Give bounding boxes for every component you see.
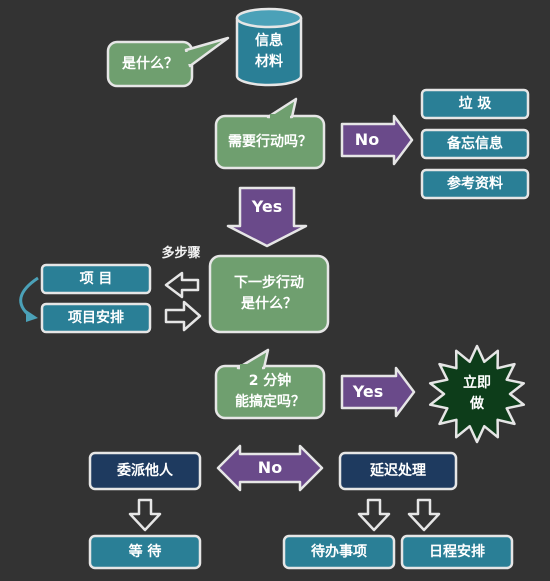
wait-arrow-down: [128, 498, 162, 532]
project-arrow-left: [164, 271, 200, 299]
reference-box: [420, 168, 530, 200]
defer-box: [338, 451, 458, 491]
project-box: [40, 263, 152, 295]
no-arrow-right: [340, 114, 414, 166]
wait-box: [88, 534, 202, 570]
trash-box: [420, 88, 530, 120]
yes-arrow-down: [226, 186, 308, 248]
do-now-starburst: [428, 344, 526, 444]
info-material-cylinder: [235, 7, 303, 87]
yes-arrow-right: [340, 366, 416, 418]
next-action-box: [208, 254, 330, 334]
schedule-arrow-right: [164, 300, 202, 332]
what-is-it-bubble: [106, 36, 230, 88]
two-minutes-bubble: [214, 348, 326, 420]
calendar-box: [400, 534, 514, 570]
delegate-box: [88, 451, 202, 491]
memo-box: [420, 128, 530, 160]
need-action-bubble: [214, 97, 326, 170]
no-double-arrow: [216, 444, 324, 492]
todo-arrow-down: [357, 498, 391, 532]
project-schedule-box: [40, 302, 152, 334]
project-curve-arrow: [19, 276, 39, 322]
todo-box: [282, 534, 396, 570]
calendar-arrow-down: [407, 498, 441, 532]
